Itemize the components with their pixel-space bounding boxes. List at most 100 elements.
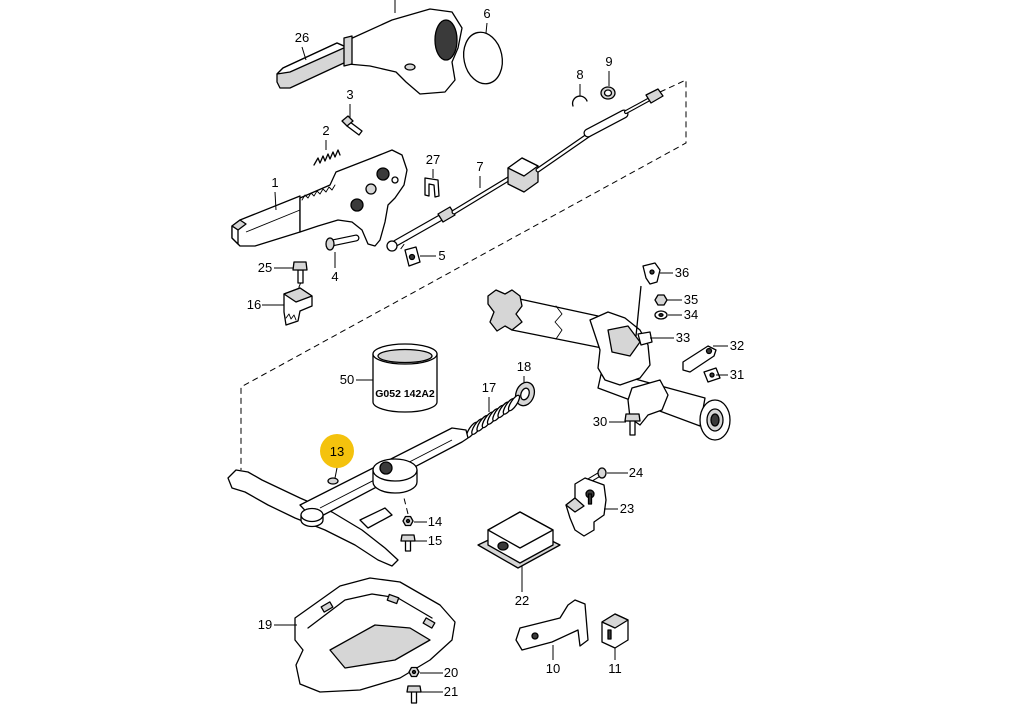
bolt-3-head — [341, 115, 354, 127]
nut-35-hex — [654, 294, 668, 306]
bracket-31-part — [703, 367, 721, 383]
frame-19-tab — [320, 601, 334, 613]
callout-23[interactable]: 23 — [620, 501, 634, 516]
callout-13-highlight[interactable] — [320, 434, 354, 468]
nut-14-part — [402, 515, 414, 527]
cable-eye — [386, 240, 398, 252]
sleeve-50-part-code: G052 142A2 — [375, 388, 435, 400]
plate-32-hole — [705, 347, 713, 355]
cable-grommet-top — [507, 157, 539, 177]
callout-8[interactable]: 8 — [576, 67, 583, 82]
ratchet-plate — [299, 149, 408, 247]
washer-34-part — [654, 310, 668, 320]
bolt-25-head — [292, 261, 308, 271]
screw-24-part — [587, 467, 607, 483]
callout-16[interactable]: 16 — [247, 297, 261, 312]
callout-50[interactable]: 50 — [340, 372, 354, 387]
callout-3[interactable]: 3 — [346, 87, 353, 102]
bracket-23-body — [565, 477, 607, 537]
callout-7[interactable]: 7 — [476, 159, 483, 174]
bolt-30-shaft — [629, 419, 636, 436]
leader-26 — [301, 46, 307, 61]
leader-1 — [274, 191, 277, 211]
callout-15[interactable]: 15 — [428, 533, 442, 548]
spring-17-part — [465, 394, 521, 439]
nut-14-hole — [405, 518, 411, 524]
axle-break-mark — [554, 305, 563, 340]
cable-end-fitting — [645, 88, 664, 104]
cap-disc — [462, 31, 504, 85]
lever-hole-1 — [376, 167, 390, 181]
lever-hole-4 — [391, 176, 399, 184]
sleeve-50-body — [372, 353, 438, 413]
leader-13 — [334, 467, 338, 479]
callout-21[interactable]: 21 — [444, 684, 458, 699]
callout-35[interactable]: 35 — [684, 292, 698, 307]
lever-assembly-13-part — [227, 427, 469, 567]
nut-35-part — [654, 294, 668, 306]
callout-14[interactable]: 14 — [428, 514, 442, 529]
spring-2-coil — [313, 149, 341, 166]
callout-30[interactable]: 30 — [593, 414, 607, 429]
lever-13-hub-center — [379, 461, 393, 475]
cable-7-part — [386, 88, 664, 252]
bolt-25-shaft — [297, 269, 304, 284]
washer-18-hole — [520, 387, 530, 401]
callout-22[interactable]: 22 — [515, 593, 529, 608]
clip-36-hole — [649, 269, 655, 275]
clip-33-part — [637, 331, 653, 346]
bolt-4-head — [325, 237, 335, 251]
callout-6[interactable]: 6 — [483, 6, 490, 21]
callout-17[interactable]: 17 — [482, 380, 496, 395]
spring-2-part — [313, 149, 341, 166]
callout-26[interactable]: 26 — [295, 30, 309, 45]
callout-11[interactable]: 11 — [608, 661, 622, 676]
clip-27-part — [424, 177, 440, 198]
handbrake-lever-part — [231, 149, 408, 247]
callout-13-selected[interactable]: 13 — [320, 434, 354, 468]
callout-5[interactable]: 5 — [438, 248, 445, 263]
clip-5-part — [404, 246, 421, 267]
washer-34-hole — [658, 313, 664, 317]
callout-2[interactable]: 2 — [322, 123, 329, 138]
callout-27[interactable]: 27 — [426, 152, 440, 167]
cover-opening — [434, 19, 458, 61]
axle-tube-left — [511, 297, 603, 349]
bracket-16-part — [283, 287, 313, 326]
cable-end-wire — [625, 99, 649, 113]
axle-flange-center — [710, 413, 720, 427]
bolt-15-head — [400, 534, 416, 542]
bolt-15-part — [400, 534, 416, 552]
bracket-16-teeth — [285, 313, 297, 321]
callout-1[interactable]: 1 — [271, 175, 278, 190]
callout-25[interactable]: 25 — [258, 260, 272, 275]
callout-33[interactable]: 33 — [676, 330, 690, 345]
frame-19-window — [329, 624, 431, 669]
bolt-30-part — [624, 413, 641, 436]
callout-24[interactable]: 24 — [629, 465, 643, 480]
callout-34[interactable]: 34 — [684, 307, 698, 322]
callout-31[interactable]: 31 — [730, 367, 744, 382]
callout-labels: 1 2 3 4 5 6 7 8 9 10 11 14 15 16 17 18 1… — [247, 6, 744, 699]
callout-10[interactable]: 10 — [546, 661, 560, 676]
callout-36[interactable]: 36 — [675, 265, 689, 280]
callout-13[interactable]: 13 — [330, 444, 344, 459]
callout-19[interactable]: 19 — [258, 617, 272, 632]
clip-5-hole — [408, 253, 416, 261]
clip-27-body — [424, 177, 440, 198]
callout-9[interactable]: 9 — [605, 54, 612, 69]
block-22-hole — [497, 541, 509, 551]
cable-wire-2 — [536, 132, 592, 172]
bushing-9-part — [600, 86, 616, 100]
clip-11-part — [601, 613, 629, 649]
clip-8-ring — [571, 95, 588, 107]
callout-20[interactable]: 20 — [444, 665, 458, 680]
nut-20-part — [408, 666, 420, 678]
bushing-9-inner — [603, 89, 613, 97]
callout-18[interactable]: 18 — [517, 359, 531, 374]
callout-4[interactable]: 4 — [331, 269, 338, 284]
bolt-30-head — [624, 413, 641, 422]
bolt-15-shaft — [404, 539, 412, 552]
callout-32[interactable]: 32 — [730, 338, 744, 353]
